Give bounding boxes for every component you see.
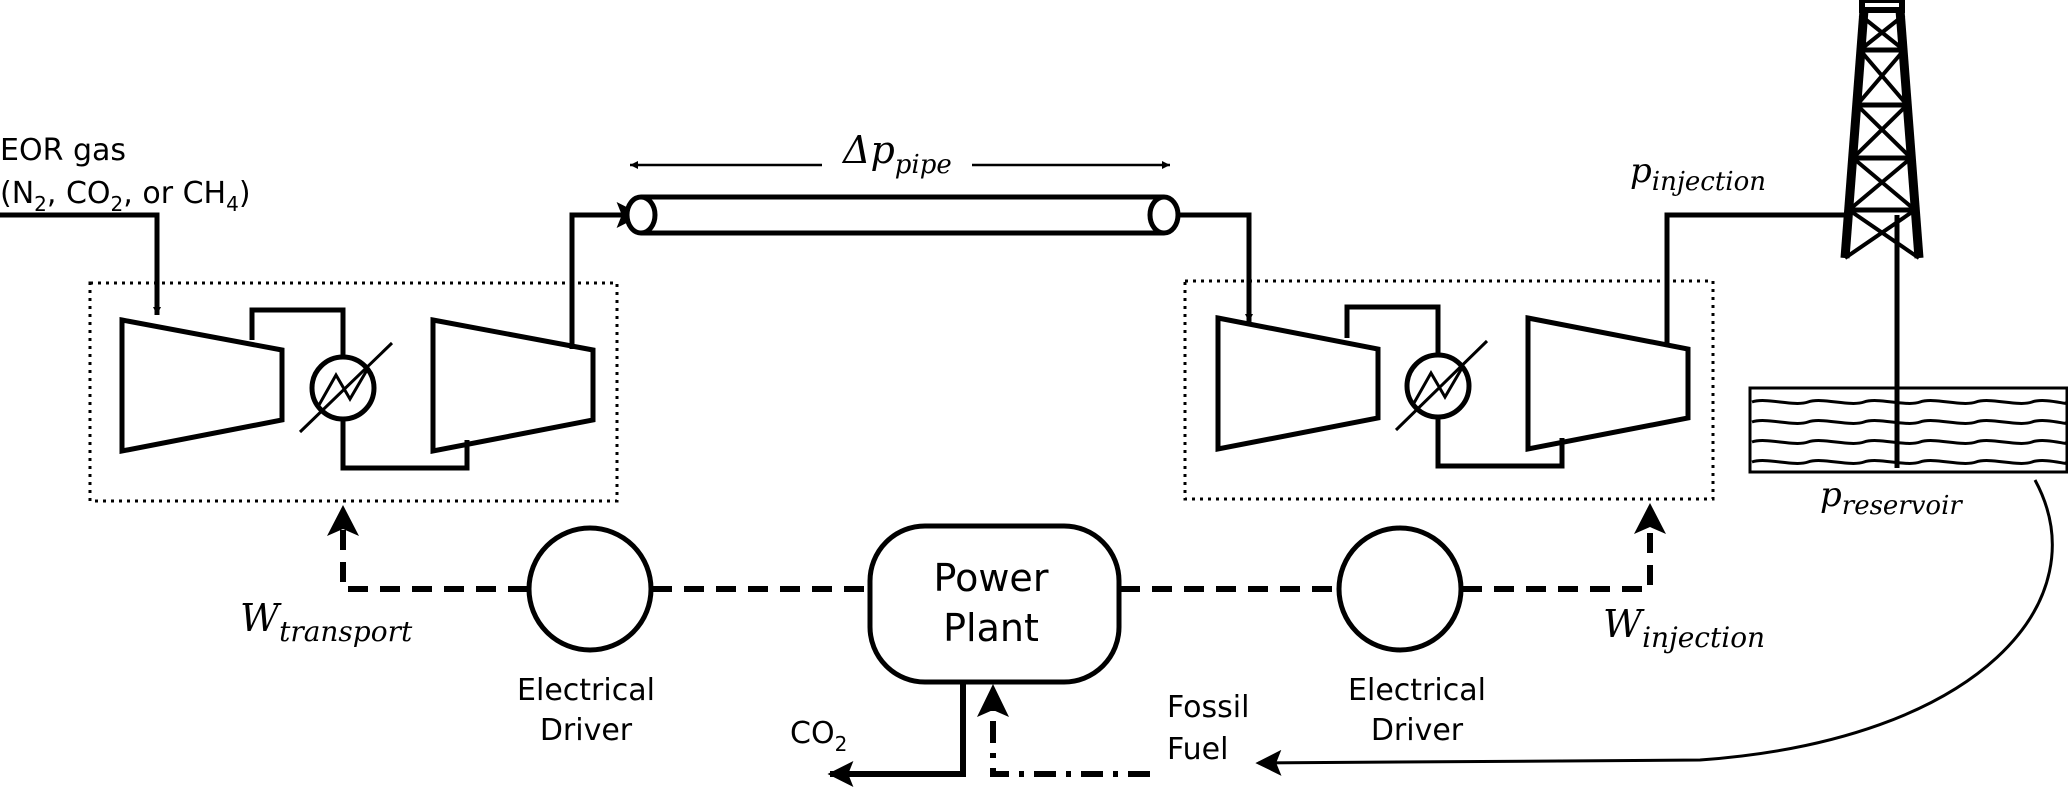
co2-output-label: CO2 [790, 716, 847, 756]
transport-compressor-stage-2 [430, 316, 596, 455]
injection-pressure-label: pinjection [1630, 151, 1766, 197]
electrical-driver-left [526, 525, 654, 653]
injection-outlet-line [1664, 212, 1850, 347]
pipeline [624, 194, 1181, 236]
injection-work-line [1462, 520, 1653, 592]
electrical-driver-left-label-line1: Electrical [517, 673, 655, 708]
reservoir-pressure-label: preservoir [1820, 475, 1963, 521]
power-plant-label-line2: Plant [943, 606, 1039, 650]
power-plant-box [867, 523, 1122, 685]
transport-compressor-stage-1 [119, 316, 285, 455]
transport-work-line [340, 516, 528, 592]
reservoir-block [1748, 386, 2068, 474]
inlet-gas-line [0, 212, 161, 315]
injection-compressor-boundary [1183, 279, 1715, 501]
injection-compressor-stage-2 [1525, 314, 1691, 453]
fossil-fuel-label-line1: Fossil [1167, 690, 1249, 725]
power-distribution-lines [340, 516, 1653, 592]
injection-intercooler-icon [1394, 339, 1489, 432]
pipeline-outlet-end [1147, 194, 1181, 236]
inlet-label: EOR gas (N2, CO2, or CH4) [0, 133, 251, 216]
injection-compressor-stage-1 [1215, 314, 1381, 453]
transport-compressor-outlet-line [569, 202, 643, 349]
fossil-fuel-arrowhead [977, 684, 1009, 717]
electrical-driver-right-label-line2: Driver [1371, 713, 1464, 748]
reservoir-fuel-return-line [1255, 479, 2054, 776]
injection-interstage-line-top [1344, 304, 1441, 353]
reservoir-wave-4 [1751, 459, 2068, 465]
electrical-driver-right [1336, 525, 1464, 653]
injection-work-label: Winjection [1603, 602, 1765, 654]
inlet-label-line2: (N2, CO2, or CH4) [0, 176, 251, 216]
fossil-fuel-input-line [990, 700, 1150, 777]
transport-compressor-boundary [88, 281, 619, 503]
co2-output-line [827, 683, 966, 787]
oil-derrick-icon [1840, 0, 1924, 260]
reservoir-wave-2 [1751, 419, 2068, 425]
transport-work-label: Wtransport [240, 596, 413, 648]
inlet-label-line1: EOR gas [0, 133, 126, 168]
transport-work-arrowhead [327, 505, 359, 536]
reservoir-wave-1 [1751, 399, 2068, 405]
reservoir-wave-3 [1751, 439, 2068, 445]
transport-interstage-line-top [249, 307, 346, 355]
injection-interstage-line-bottom [1435, 418, 1565, 469]
fossil-fuel-label-line2: Fuel [1167, 732, 1228, 767]
electrical-driver-right-label-line1: Electrical [1348, 673, 1486, 708]
pipe-pressure-drop-label: Δppipe [841, 128, 952, 180]
electrical-driver-left-label-line2: Driver [540, 713, 633, 748]
pipeline-inlet-end [624, 194, 658, 236]
transport-intercooler-icon [298, 341, 394, 434]
power-plant-label-line1: Power [934, 556, 1049, 600]
pipeline-to-injection-line [1178, 212, 1253, 322]
transport-interstage-line-bottom [340, 420, 470, 471]
injection-work-arrowhead [1634, 503, 1666, 534]
